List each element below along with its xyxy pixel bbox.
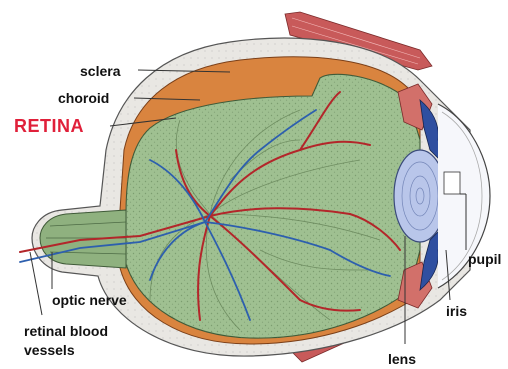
optic-nerve-label: optic nerve [52,292,127,308]
pupil-marker [444,172,460,194]
retinal-blood-vessels-label-line2: vessels [24,342,75,358]
sclera-label: sclera [80,63,121,79]
retina-label: RETINA [14,116,84,136]
iris-label: iris [446,303,467,319]
pupil-label: pupil [468,251,501,267]
retinal-blood-vessels-label-line1: retinal blood [24,323,108,339]
choroid-label: choroid [58,90,109,106]
lens-label: lens [388,351,416,367]
